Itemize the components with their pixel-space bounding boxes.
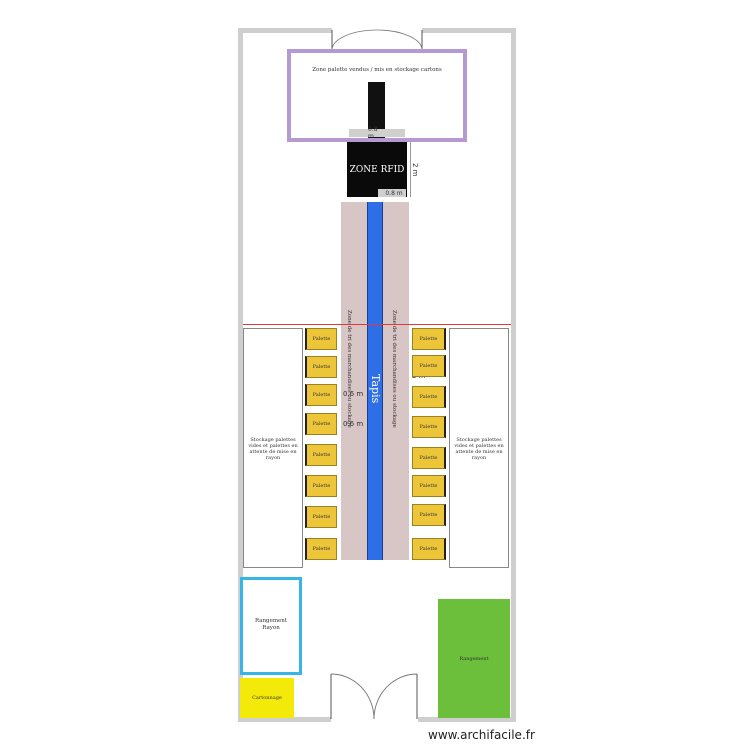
watermark-text: www.archifacile.fr xyxy=(428,728,535,742)
rfid-height-dimension: 2 m xyxy=(411,163,419,177)
red-separation-line xyxy=(243,324,511,325)
pallet-left-2: Palette xyxy=(305,356,337,378)
pallet-right-5: Palette xyxy=(412,447,446,469)
belt-left-label-wrap: Zone de tri des marchandises ou stockage xyxy=(346,310,360,440)
green-storage-label: Rangement xyxy=(459,655,489,662)
wall-bottom-right xyxy=(418,717,516,722)
rfid-zone: ZONE RFID xyxy=(347,142,407,197)
belt-width-dimension: 0.6 m xyxy=(343,390,364,398)
right-storage-zone: Stockage palettes vides et palettes en a… xyxy=(449,328,509,568)
rfid-top-bar xyxy=(349,129,405,137)
wall-bottom-left xyxy=(238,717,331,722)
left-storage-zone: Stockage palettes vides et palettes en a… xyxy=(243,328,303,568)
belt-gap-dimension: 0.6 m xyxy=(343,420,364,428)
cartonnage-label: Cartonnage xyxy=(252,695,282,701)
pallet-right-8: Palette xyxy=(412,538,446,560)
top-storage-zone: Zone palette vendus / mis en stockage ca… xyxy=(287,49,467,142)
pallet-right-1: Palette xyxy=(412,328,446,350)
pallet-left-3: Palette xyxy=(305,384,337,406)
rayon-storage-zone: Rangement Rayon xyxy=(240,577,302,675)
green-storage-zone: Rangement xyxy=(438,599,510,718)
rayon-storage-label: Rangement Rayon xyxy=(254,618,288,631)
left-storage-label: Stockage palettes vides et palettes en a… xyxy=(248,437,298,461)
pallet-left-1: Palette xyxy=(305,328,337,350)
pallet-right-4: Palette xyxy=(412,416,446,438)
pallet-right-2: Palette xyxy=(412,355,446,377)
conveyor-belt xyxy=(367,202,383,560)
rfid-bottom-dimension: 0.8 m xyxy=(385,189,403,197)
belt-left-label: Zone de tri des marchandises ou stockage xyxy=(346,310,352,428)
pallet-left-7: Palette xyxy=(305,506,337,528)
pallet-right-3: Palette xyxy=(412,386,446,408)
top-storage-label: Zone palette vendus / mis en stockage ca… xyxy=(312,67,442,73)
rfid-top-dimension: 0.8 m xyxy=(368,126,378,140)
belt-label: Tapis xyxy=(369,374,382,404)
pallet-left-6: Palette xyxy=(305,475,337,497)
rfid-dimension-line xyxy=(410,142,411,197)
pallet-left-4: Palette xyxy=(305,413,337,435)
wall-left xyxy=(238,28,243,722)
wall-right xyxy=(511,28,516,722)
cartonnage-zone: Cartonnage xyxy=(240,678,294,718)
rfid-feed-column xyxy=(368,82,385,138)
bottom-door-icon xyxy=(330,673,418,720)
belt-right-label-wrap: Zone de tri des marchandises ou stockage xyxy=(391,310,405,440)
rfid-bottom-bar xyxy=(378,189,406,197)
rfid-label: ZONE RFID xyxy=(349,164,405,175)
top-door-icon xyxy=(331,28,423,51)
belt-label-wrap: Tapis xyxy=(367,370,383,420)
pallet-left-5: Palette xyxy=(305,444,337,466)
pallet-right-6: Palette xyxy=(412,475,446,497)
pallet-right-7: Palette xyxy=(412,504,446,526)
pallet-left-8: Palette xyxy=(305,538,337,560)
right-storage-label: Stockage palettes vides et palettes en a… xyxy=(454,437,504,461)
belt-right-label: Zone de tri des marchandises ou stockage xyxy=(391,310,397,428)
